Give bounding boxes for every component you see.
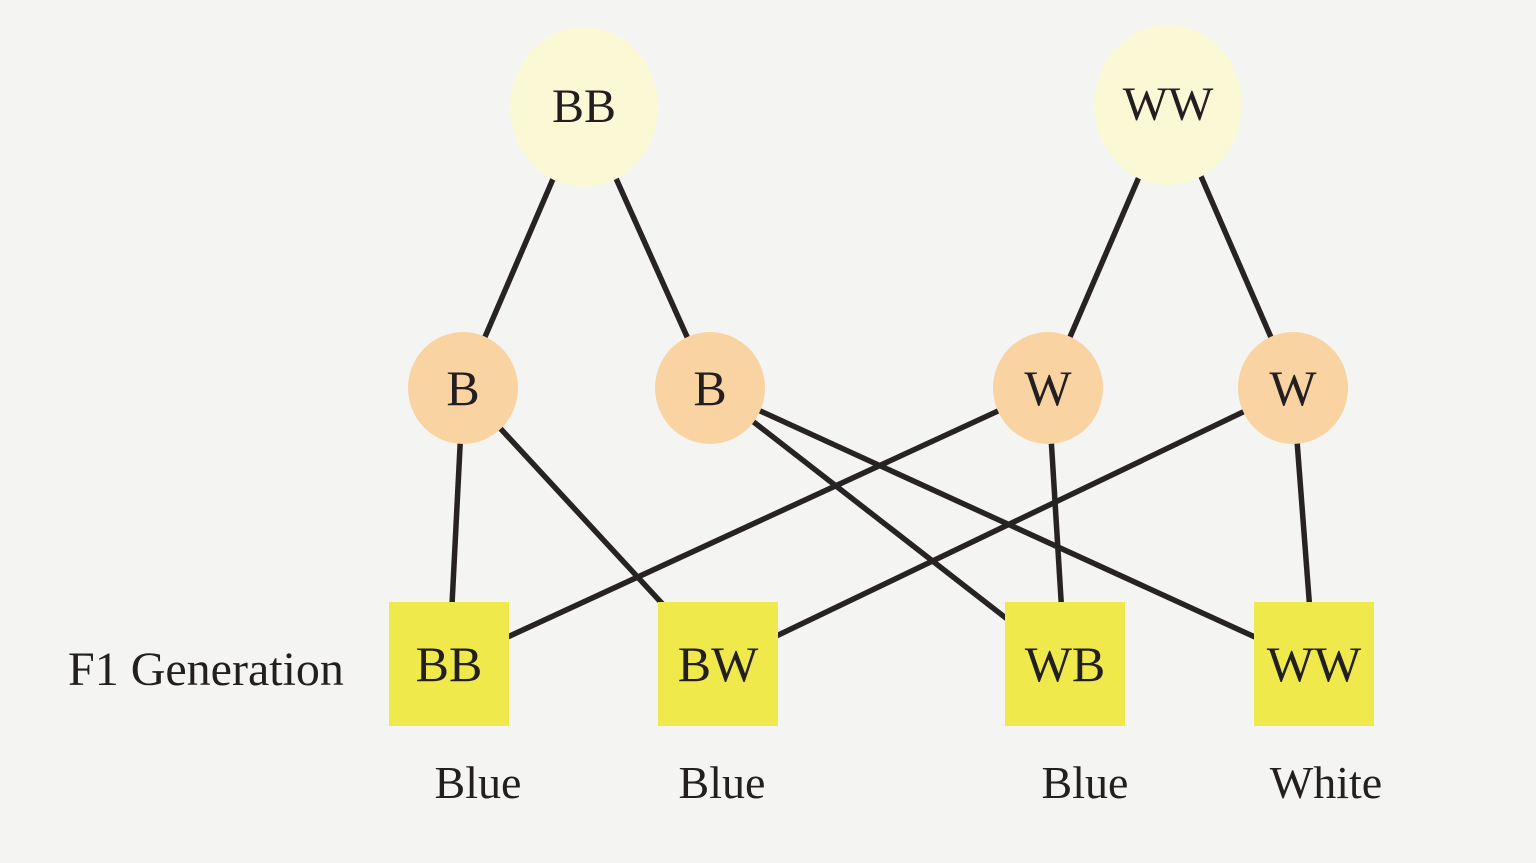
parent-node-ww: WW <box>1094 25 1242 185</box>
cross-line-g3-o1 <box>447 385 1050 667</box>
gamete-label: B <box>446 360 480 416</box>
phenotype-label-1: Blue <box>434 757 522 808</box>
offspring-node-ww: WW <box>1254 602 1374 726</box>
gamete-label: B <box>693 360 727 416</box>
offspring-label: WB <box>1024 636 1106 692</box>
gamete-node-b2: B <box>655 332 765 444</box>
offspring-label: WW <box>1266 636 1362 692</box>
gamete-node-b1: B <box>408 332 518 444</box>
phenotype-label-2: Blue <box>678 757 766 808</box>
offspring-label: BW <box>677 636 759 692</box>
parent-node-bb: BB <box>510 27 658 187</box>
gamete-label: W <box>1269 360 1317 416</box>
parent-label: WW <box>1122 78 1214 131</box>
f1-generation-label: F1 Generation <box>68 643 344 696</box>
offspring-label: BB <box>415 636 483 692</box>
cross-line-g2-o4 <box>708 385 1316 667</box>
offspring-node-bb: BB <box>389 602 509 726</box>
offspring-node-wb: WB <box>1005 602 1125 726</box>
parent-label: BB <box>551 80 617 133</box>
phenotype-label-4: White <box>1269 757 1383 808</box>
gamete-label: W <box>1024 360 1072 416</box>
offspring-node-bw: BW <box>658 602 778 726</box>
phenotype-label-3: Blue <box>1041 757 1129 808</box>
gamete-node-w1: W <box>993 332 1103 444</box>
gamete-node-w2: W <box>1238 332 1348 444</box>
